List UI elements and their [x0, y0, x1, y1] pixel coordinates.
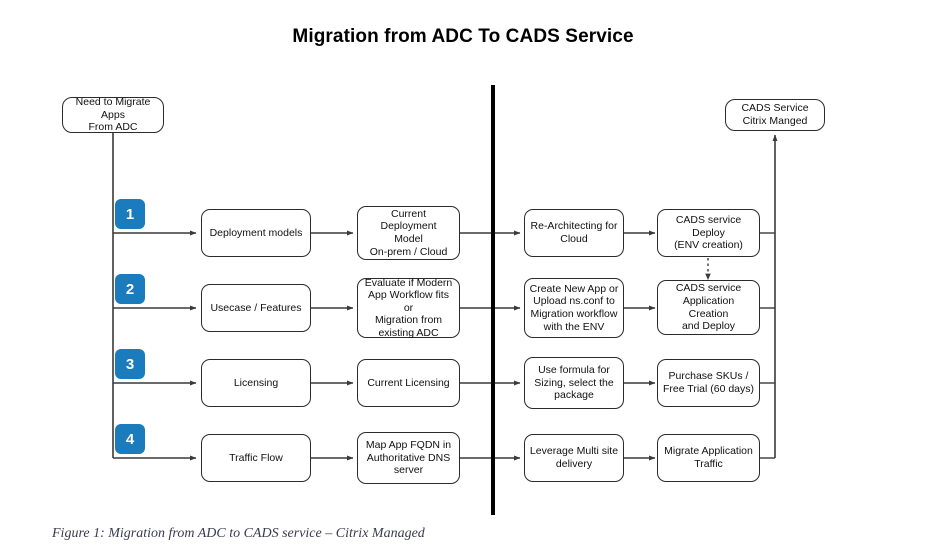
step-badge-1: 1 — [115, 199, 145, 229]
page-title: Migration from ADC To CADS Service — [292, 26, 634, 47]
node-step4-stage3: Leverage Multi site delivery — [524, 434, 624, 482]
figure-caption: Figure 1: Migration from ADC to CADS ser… — [52, 526, 425, 541]
node-step2-stage1: Usecase / Features — [201, 284, 311, 332]
node-step1-stage3: Re-Architecting for Cloud — [524, 209, 624, 257]
start-node: Need to Migrate Apps From ADC — [62, 96, 164, 133]
node-step1-stage2: Current Deployment Model On-prem / Cloud — [357, 206, 460, 260]
phase-divider — [491, 85, 495, 515]
right-collector-line — [760, 134, 778, 459]
step-badge-2: 2 — [115, 274, 145, 304]
step-badge-4: 4 — [115, 424, 145, 454]
end-node: CADS Service Citrix Manged — [725, 99, 825, 131]
node-step1-stage4: CADS service Deploy (ENV creation) — [657, 209, 760, 257]
node-step3-stage1: Licensing — [201, 359, 311, 407]
node-step2-stage2: Evaluate if Modern App Workflow fits or … — [357, 277, 460, 339]
node-step4-stage2: Map App FQDN in Authoritative DNS server — [357, 432, 460, 484]
node-step4-stage1: Traffic Flow — [201, 434, 311, 482]
node-step1-stage1: Deployment models — [201, 209, 311, 257]
node-step2-stage4: CADS service Application Creation and De… — [657, 280, 760, 335]
step-badge-3: 3 — [115, 349, 145, 379]
node-step3-stage3: Use formula for Sizing, select the packa… — [524, 357, 624, 409]
node-step3-stage4: Purchase SKUs / Free Trial (60 days) — [657, 359, 760, 407]
node-step3-stage2: Current Licensing — [357, 359, 460, 407]
node-step2-stage3: Create New App or Upload ns.conf to Migr… — [524, 278, 624, 338]
node-step4-stage4: Migrate Application Traffic — [657, 434, 760, 482]
